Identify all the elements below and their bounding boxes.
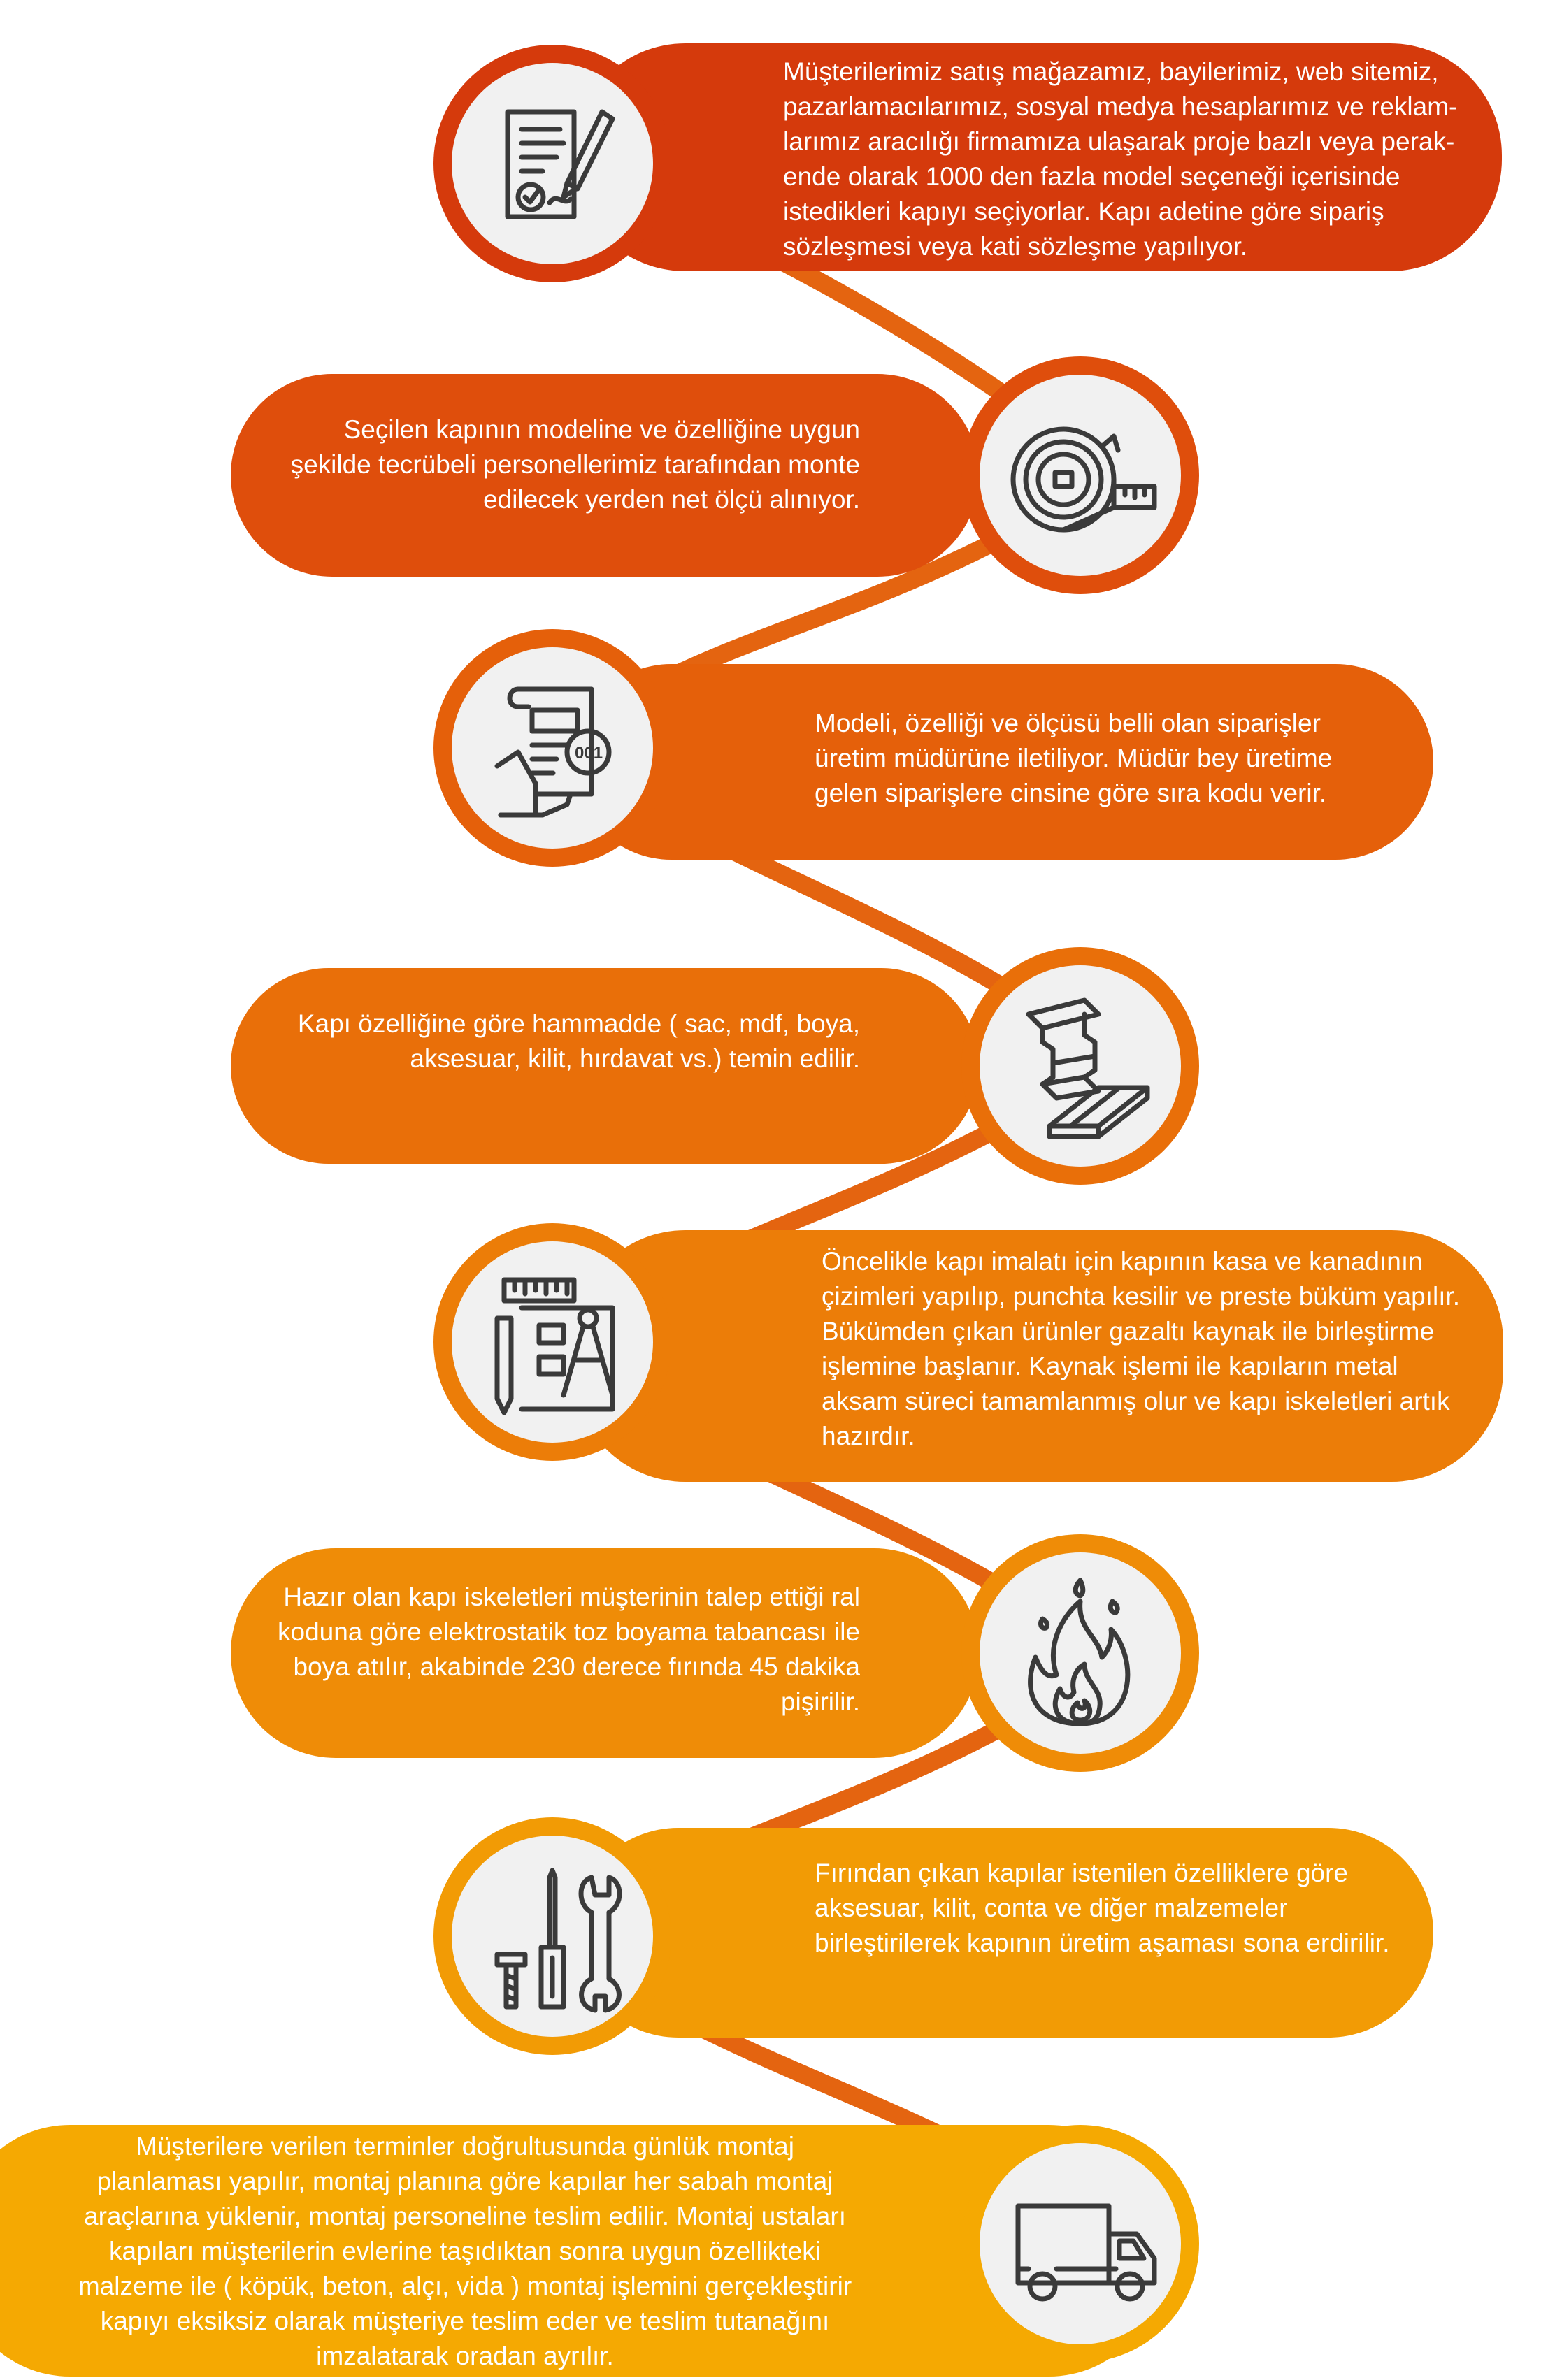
- step-1-text: Müşterilerimiz satış mağazamız, bayileri…: [783, 57, 1458, 261]
- step-4-text: Kapı özelliğine göre hammadde ( sac, mdf…: [297, 1009, 860, 1073]
- svg-text:001: 001: [575, 744, 603, 763]
- fire-icon: [1028, 1578, 1131, 1726]
- delivery-truck-icon: [1015, 2203, 1157, 2302]
- step-6-node: [961, 1534, 1199, 1772]
- step-8-text: Müşterilere verilen terminler doğrultusu…: [78, 2132, 852, 2370]
- step-3-text: Modeli, özelliği ve ölçüsü belli olan si…: [815, 709, 1333, 807]
- tape-measure-icon: [1010, 426, 1157, 533]
- step-1-node: [433, 45, 671, 282]
- step-4-pill: Kapı özelliğine göre hammadde ( sac, mdf…: [231, 968, 979, 1164]
- order-code-icon: 001: [494, 686, 612, 818]
- contract-signing-icon: [505, 109, 615, 219]
- step-2-node: [961, 356, 1199, 594]
- step-3-pill: Modeli, özelliği ve ölçüsü belli olan si…: [573, 664, 1433, 860]
- step-6-pill: Hazır olan kapı iskeletleri müşterinin t…: [231, 1548, 979, 1758]
- step-5-text: Öncelikle kapı imalatı için kapının kasa…: [822, 1247, 1461, 1450]
- step-6-text: Hazır olan kapı iskeletleri müşterinin t…: [278, 1582, 860, 1716]
- step-3-node: 001: [433, 629, 671, 867]
- step-7-node: [433, 1817, 671, 2055]
- step-1-pill: Müşterilerimiz satış mağazamız, bayileri…: [573, 43, 1502, 271]
- step-5-node: [433, 1223, 671, 1461]
- step-2-text: Seçilen kapının modeline ve özelliğine u…: [290, 415, 860, 514]
- step-4-node: [961, 947, 1199, 1185]
- step-7-text: Fırından çıkan kapılar istenilen özellik…: [815, 1859, 1390, 1957]
- drafting-tools-icon: [494, 1277, 615, 1415]
- step-7-pill: Fırından çıkan kapılar istenilen özellik…: [573, 1828, 1433, 2038]
- steel-beam-icon: [1026, 997, 1150, 1139]
- step-8-node: [961, 2125, 1199, 2363]
- step-2-pill: Seçilen kapının modeline ve özelliğine u…: [231, 374, 979, 577]
- tools-icon: [494, 1868, 622, 2013]
- step-5-pill: Öncelikle kapı imalatı için kapının kasa…: [573, 1230, 1503, 1482]
